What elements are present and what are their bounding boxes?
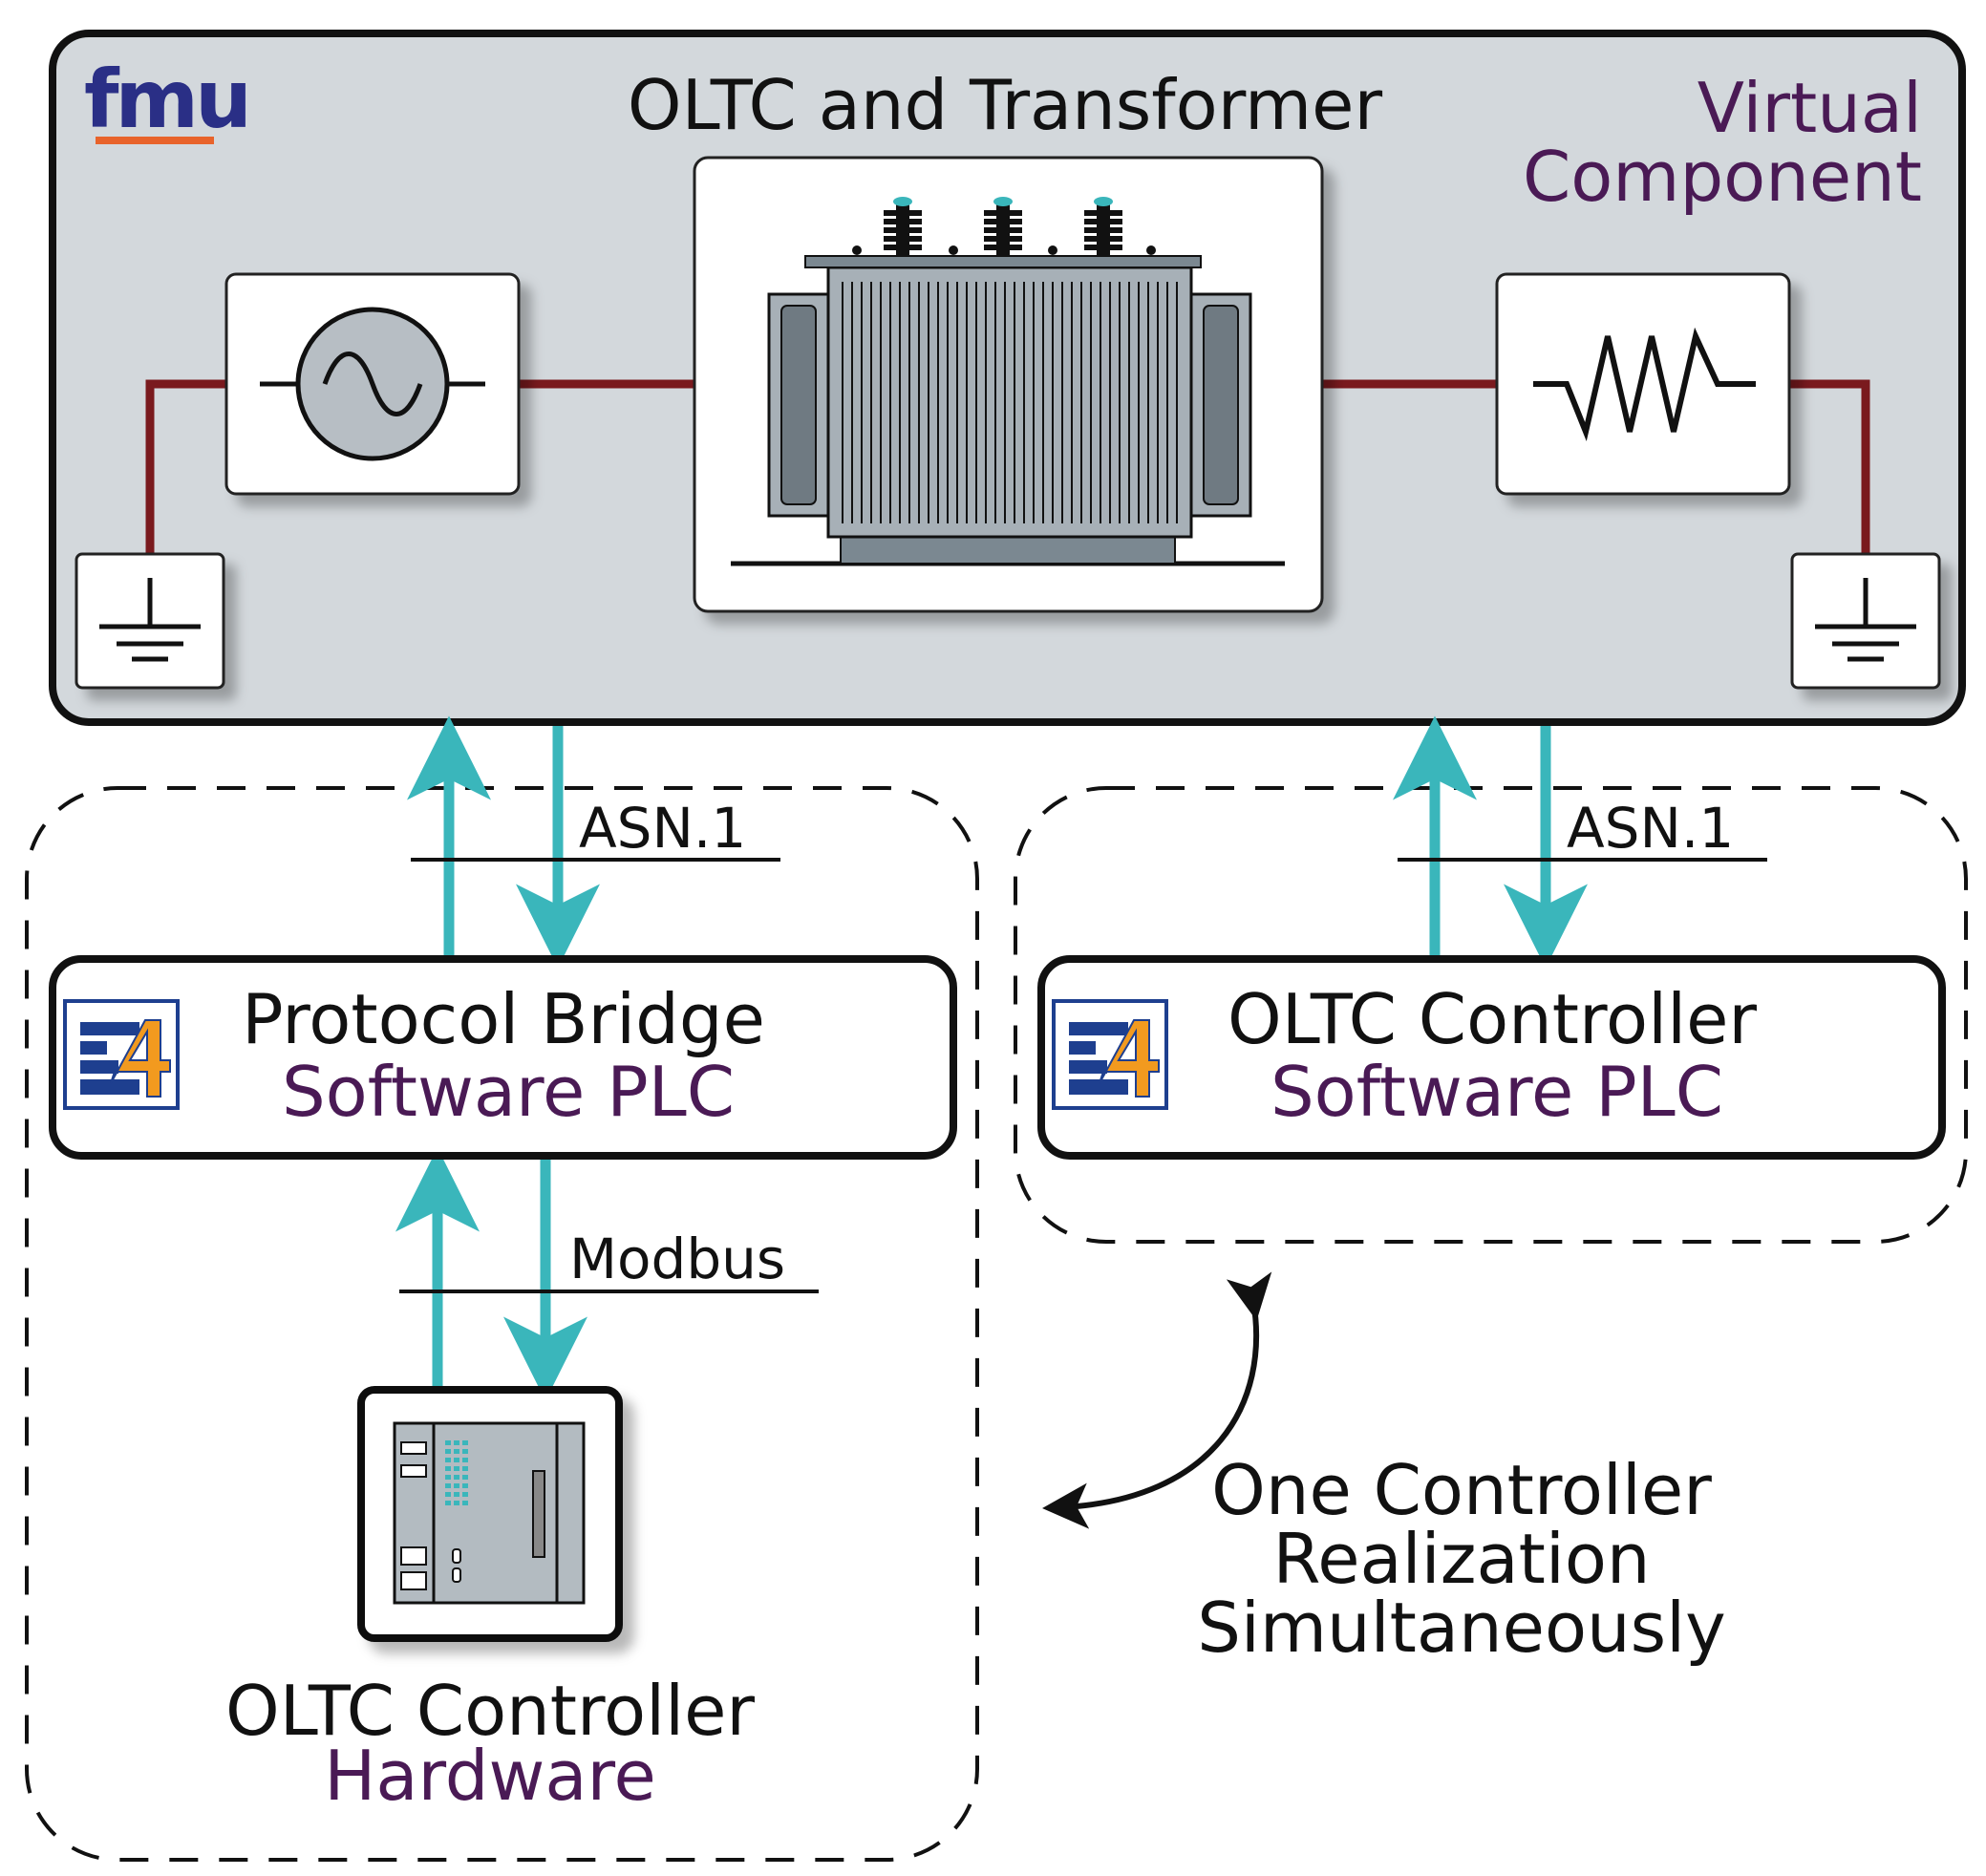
modbus-label: Modbus — [569, 1226, 785, 1291]
comm-arrows — [395, 715, 1588, 1401]
oltc-hardware-title: OLTC Controller — [225, 1671, 755, 1751]
virtual-tag-line2: Component — [1523, 137, 1922, 217]
oltc-hardware-subtitle: Hardware — [324, 1736, 656, 1816]
fmu-logo: fmu — [84, 53, 252, 146]
note-line2: Realization — [1272, 1519, 1650, 1599]
ground-right — [1790, 552, 1941, 690]
power-wiring — [145, 379, 1870, 554]
ground-left-icon — [99, 578, 201, 662]
note-line3: Simultaneously — [1197, 1588, 1726, 1668]
virtual-tag-line1: Virtual — [1698, 68, 1922, 148]
resistive-load — [1495, 272, 1791, 496]
transformer-bushings — [884, 197, 1122, 256]
ground-left — [75, 552, 225, 690]
ac-source — [224, 272, 521, 496]
transformer-icon — [731, 197, 1285, 566]
oltc-soft-plc-box: OLTC Controller Software PLC — [1037, 955, 1946, 1160]
transformer-fins — [842, 282, 1178, 523]
oltc-soft-plc-subtitle: Software PLC — [1271, 1052, 1723, 1132]
asn1-label-right: ASN.1 — [1567, 796, 1734, 861]
ac-source-icon — [260, 307, 485, 461]
transformer — [693, 156, 1324, 613]
simultaneous-arrow — [1042, 1271, 1272, 1529]
note-line1: One Controller — [1211, 1450, 1712, 1530]
ground-right-icon — [1815, 578, 1916, 662]
status-leds — [445, 1440, 468, 1505]
asn1-label-left: ASN.1 — [579, 796, 746, 861]
svg-text:fmu: fmu — [84, 53, 248, 146]
oltc-hardware-box — [357, 1386, 623, 1642]
protocol-bridge-box: Protocol Bridge Software PLC — [49, 955, 957, 1160]
plc-logo-icon — [1052, 999, 1168, 1110]
hardware-setup-group — [25, 786, 979, 1862]
protocol-bridge-subtitle: Software PLC — [282, 1052, 735, 1132]
plc-hardware-icon — [393, 1421, 586, 1605]
plc-logo-icon — [63, 999, 180, 1110]
protocol-bridge-title: Protocol Bridge — [242, 979, 765, 1059]
software-setup-group — [1014, 786, 1968, 1244]
resistor-icon — [1533, 327, 1756, 442]
oltc-soft-plc-title: OLTC Controller — [1228, 979, 1757, 1059]
virtual-title: OLTC and Transformer — [628, 65, 1383, 145]
